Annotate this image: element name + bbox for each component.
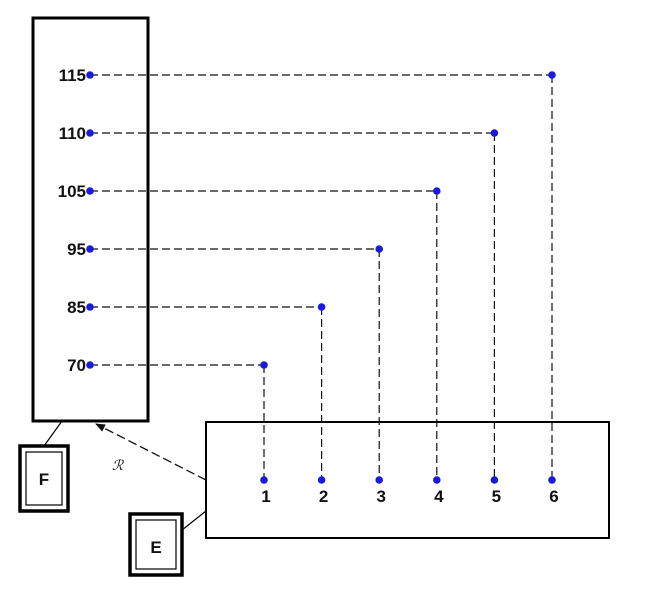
corner-point: [260, 361, 268, 369]
set-e-point: [260, 476, 268, 484]
set-f-value-label: 70: [67, 356, 86, 375]
set-f-point: [86, 129, 94, 137]
set-f-value-label: 95: [67, 240, 86, 259]
set-f-connector: [43, 420, 63, 447]
set-e-label: E: [150, 538, 161, 557]
corner-point: [548, 71, 556, 79]
corner-point: [375, 245, 384, 253]
set-f-point: [86, 303, 94, 311]
set-f-container: [31, 16, 150, 423]
set-f-label-box: F: [18, 444, 70, 513]
set-e-point: [317, 476, 326, 484]
corner-point: [317, 303, 326, 311]
set-e-point: [433, 476, 441, 484]
set-f-value-label: 85: [67, 298, 86, 317]
set-e-point: [375, 476, 384, 484]
set-e-value-label: 1: [261, 487, 270, 506]
set-f-label: F: [39, 470, 49, 489]
set-e-value-label: 4: [434, 487, 444, 506]
set-f-point: [86, 71, 94, 79]
set-f-value-label: 115: [59, 66, 86, 85]
set-f-point: [86, 245, 94, 253]
set-e-value-label: 2: [319, 487, 328, 506]
set-e-value-label: 3: [376, 487, 385, 506]
set-e-point: [490, 476, 499, 484]
set-f-point: [86, 187, 94, 195]
set-e-value-label: 5: [492, 487, 501, 506]
set-f-value-label: 110: [59, 124, 86, 143]
set-e-connector: [181, 510, 207, 531]
mapping-layer: 70 1 85 2 95 3 105 4 110 5 115 6: [58, 66, 559, 506]
set-e-value-label: 6: [549, 487, 558, 506]
set-e-point: [548, 476, 556, 484]
corner-point: [490, 129, 499, 137]
corner-point: [433, 187, 441, 195]
relation-label: ℛ: [112, 458, 124, 474]
set-f-value-label: 105: [58, 182, 86, 201]
set-f-point: [86, 361, 94, 369]
set-e-label-box: E: [128, 512, 184, 577]
relation-arrow: [95, 423, 207, 481]
